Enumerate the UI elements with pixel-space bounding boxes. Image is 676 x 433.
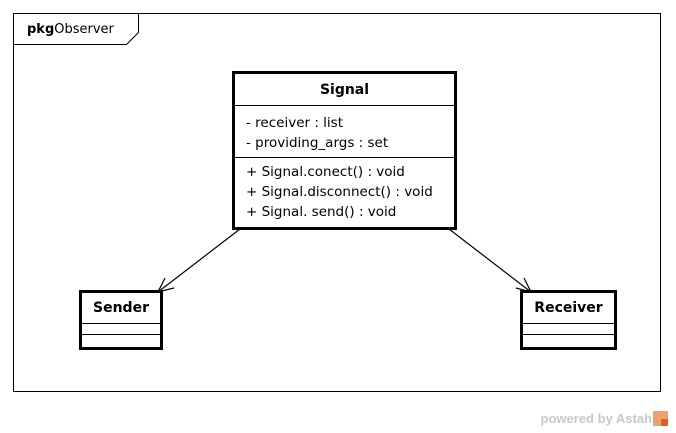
class-signal-attributes: - receiver : list - providing_args : set xyxy=(235,105,454,157)
class-sender-operations xyxy=(82,334,160,345)
class-receiver-name: Receiver xyxy=(534,300,603,316)
operation-send: + Signal. send() : void xyxy=(246,204,397,220)
class-sender-name: Sender xyxy=(93,300,149,316)
class-sender[interactable]: Sender xyxy=(79,290,163,350)
operation-conect: + Signal.conect() : void xyxy=(246,164,405,180)
association-signal-sender xyxy=(157,228,241,293)
powered-by-footer: powered by Astah xyxy=(541,411,668,426)
package-frame xyxy=(13,13,661,392)
package-label: pkgObserver xyxy=(27,22,114,37)
attribute-providing-args: - providing_args : set xyxy=(246,135,389,151)
class-signal-operations: + Signal.conect() : void + Signal.discon… xyxy=(235,157,454,227)
attribute-receiver: - receiver : list xyxy=(246,115,344,131)
package-keyword: pkg xyxy=(27,22,55,37)
package-name: Observer xyxy=(54,22,114,37)
powered-by-text: powered by Astah xyxy=(540,411,652,426)
operation-disconnect: + Signal.disconnect() : void xyxy=(246,184,433,200)
astah-logo-icon xyxy=(653,411,668,426)
class-receiver[interactable]: Receiver xyxy=(520,290,617,350)
class-receiver-attributes xyxy=(523,323,614,334)
class-signal[interactable]: Signal - receiver : list - providing_arg… xyxy=(232,71,457,230)
class-sender-attributes xyxy=(82,323,160,334)
class-signal-name: Signal xyxy=(319,82,370,98)
association-signal-receiver xyxy=(448,228,532,293)
class-receiver-operations xyxy=(523,334,614,345)
package-tab-outline xyxy=(13,13,139,45)
